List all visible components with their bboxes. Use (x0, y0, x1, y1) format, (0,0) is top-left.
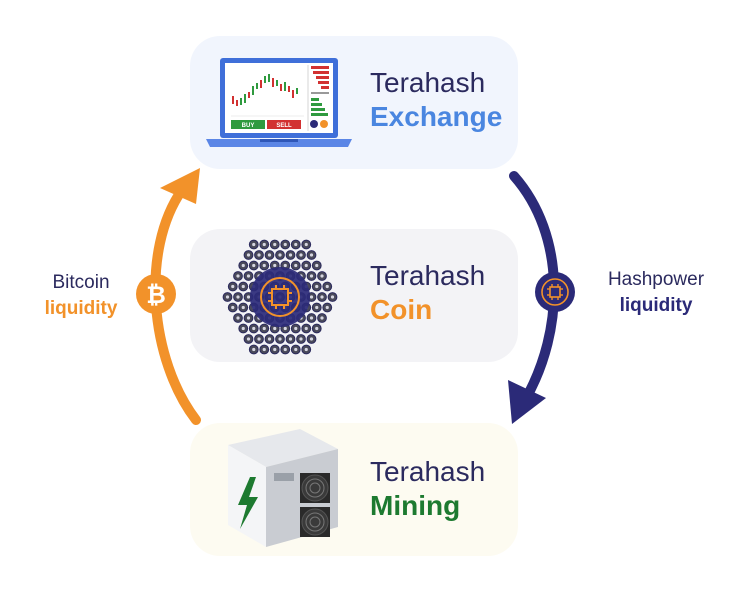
coin-grid-icon (222, 239, 338, 355)
buy-button-label: BUY (242, 123, 255, 129)
sell-button-label: SELL (276, 123, 292, 129)
bitcoin-label-line2: liquidity (44, 298, 118, 319)
exchange-title-line1: Terahash (370, 67, 486, 98)
coin-title-line1: Terahash (370, 260, 486, 291)
coin-title: Terahash Coin (370, 259, 485, 327)
bitcoin-icon: ₿ (136, 274, 176, 314)
mining-title: Terahash Mining (370, 455, 485, 523)
chip-icon (535, 272, 575, 312)
mining-title-line1: Terahash (370, 456, 486, 487)
mining-card: Terahash Mining (190, 423, 518, 556)
laptop-trading-icon: BUY SELL (206, 58, 352, 147)
hashpower-label-line2: liquidity (619, 295, 693, 316)
bitcoin-arrow-head (160, 168, 200, 204)
exchange-title-line2: Exchange (370, 101, 503, 132)
exchange-card: BUY SELL Terahash Exchange (190, 36, 518, 169)
hashpower-label-line1: Hashpower (607, 269, 705, 290)
hashpower-arrow-head (508, 380, 546, 424)
exchange-title: Terahash Exchange (370, 66, 502, 134)
bitcoin-label-line1: Bitcoin (52, 272, 110, 293)
coin-card: Terahash Coin (190, 229, 518, 362)
coin-title-line2: Coin (370, 294, 433, 325)
svg-text:₿: ₿ (146, 282, 166, 309)
mining-title-line2: Mining (370, 490, 461, 521)
hashpower-liquidity-label: Hashpower liquidity (586, 267, 726, 319)
asic-miner-icon (228, 429, 338, 547)
bitcoin-liquidity-label: Bitcoin liquidity (26, 270, 136, 322)
